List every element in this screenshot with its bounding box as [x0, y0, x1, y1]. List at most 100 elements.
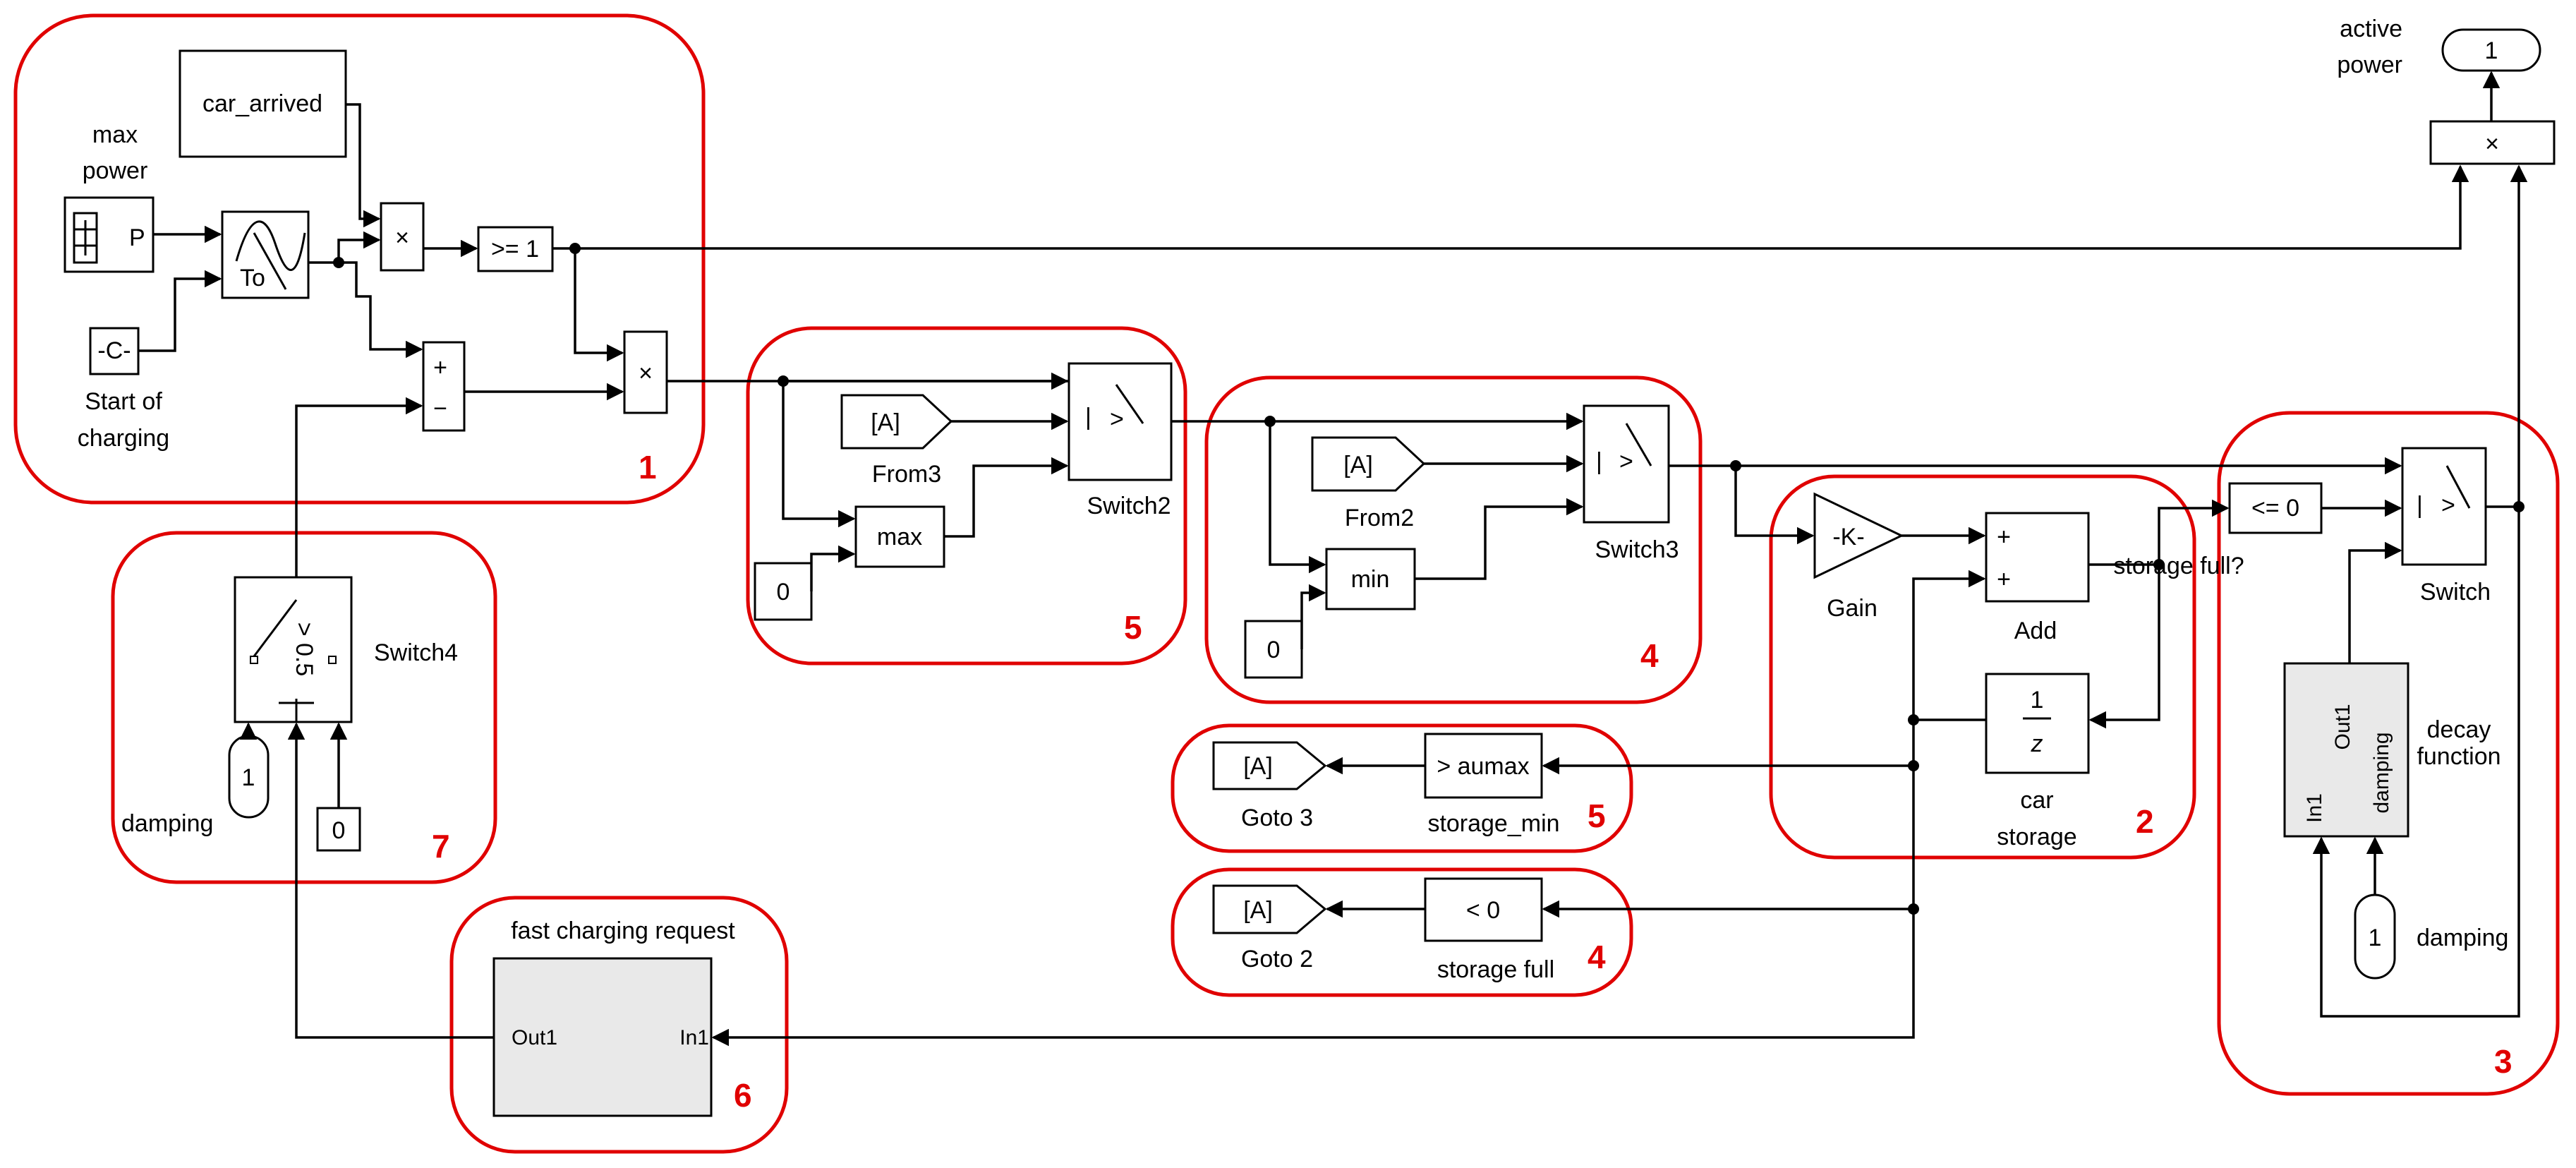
switch4-port-right [328, 656, 337, 664]
region-4b-number: 4 [1588, 939, 1606, 975]
region-5b-number: 5 [1588, 797, 1606, 834]
le0-block[interactable] [2228, 482, 2323, 534]
switch-block[interactable] [2401, 447, 2487, 566]
storage-full-label: storage full [1437, 956, 1554, 983]
add-block[interactable] [1985, 512, 2090, 603]
active-power-label-1: active [2340, 16, 2402, 42]
switch3-lever [1625, 423, 1652, 466]
goto3-tag: [A] [1243, 753, 1273, 780]
decay-function-block[interactable] [2283, 662, 2409, 838]
goto2-tag-block[interactable] [1212, 884, 1327, 934]
min-block[interactable] [1325, 548, 1416, 610]
zero-constant-1[interactable] [754, 562, 813, 621]
region-3-number: 3 [2494, 1043, 2512, 1080]
active-power-outport-number: 1 [2485, 37, 2498, 64]
min-label: min [1351, 566, 1390, 593]
fast-charging-request-label: fast charging request [511, 917, 735, 944]
goto3-label: Goto 3 [1241, 805, 1313, 831]
max-power-block[interactable] [64, 196, 155, 273]
goto3-tag-block[interactable] [1212, 741, 1327, 790]
goto2-label: Goto 2 [1241, 946, 1313, 973]
switch3-label: Switch3 [1595, 536, 1679, 563]
max-power-label-1: max [92, 121, 138, 148]
start-of-charging-label-1: Start of [85, 388, 162, 415]
damping-inport-3-label: damping [2417, 925, 2508, 951]
max-power-port-label: P [129, 224, 145, 251]
product-2-symbol: × [639, 360, 653, 387]
switch2-block[interactable] [1068, 362, 1173, 481]
region-3 [2217, 411, 2560, 1096]
zero-constant-2[interactable] [1244, 620, 1303, 679]
lookup-slash [253, 232, 287, 290]
switch-label: Switch [2420, 579, 2491, 606]
decay-damping-port: damping [2370, 732, 2393, 813]
car-arrived-block[interactable] [179, 49, 347, 158]
unit-delay-block[interactable] [1985, 673, 2090, 774]
region-4a [1204, 375, 1703, 704]
active-power-label-2: power [2337, 52, 2402, 78]
start-of-charging-label-2: charging [78, 425, 169, 452]
unit-delay-num: 1 [2031, 687, 2044, 714]
lt0-block[interactable] [1424, 877, 1543, 942]
zero-constant-7[interactable] [316, 807, 361, 852]
active-power-outport[interactable] [2441, 28, 2541, 72]
waveform-icon [235, 220, 306, 271]
zero-constant-1-label: 0 [777, 579, 790, 606]
region-5b [1171, 723, 1633, 853]
constant-c-block[interactable] [89, 327, 140, 375]
max-power-label-2: power [83, 157, 148, 184]
fast-charging-subsystem[interactable] [492, 957, 713, 1117]
compare-ge1-block[interactable] [477, 226, 554, 272]
from2-label: From2 [1345, 505, 1414, 531]
gain-k-label: -K- [1832, 524, 1864, 550]
switch4-port-left [250, 656, 258, 664]
car-storage-label-2: storage [1997, 824, 2076, 850]
product-out-symbol: × [2485, 131, 2499, 157]
fast-charging-in1: In1 [679, 1026, 709, 1049]
switch4-block[interactable] [234, 576, 353, 723]
damping-inport-7-label: damping [121, 810, 213, 837]
le0-label: <= 0 [2251, 495, 2299, 522]
from2-tag-block[interactable] [1311, 436, 1426, 492]
goto2-tag: [A] [1243, 897, 1273, 924]
aumax-block[interactable] [1424, 733, 1543, 799]
region-5a [746, 326, 1187, 666]
gain-block[interactable] [1813, 492, 1904, 579]
max-block[interactable] [854, 505, 945, 568]
signal-wires [138, 71, 2528, 1047]
car-storage-label-1: car [2020, 787, 2053, 814]
sum-minus: − [433, 395, 447, 422]
storage-min-label: storage_min [1427, 810, 1559, 837]
zero-constant-7-label: 0 [332, 817, 346, 844]
region-7 [111, 531, 497, 884]
product-block-2[interactable] [623, 330, 668, 414]
storage-full-q-label: storage full? [2113, 553, 2244, 579]
decay-in1-port: In1 [2303, 793, 2326, 823]
region-2-number: 2 [2136, 803, 2154, 840]
product-block-1[interactable] [380, 202, 425, 272]
from-file-icon [73, 212, 98, 264]
damping-inport-3-number: 1 [2369, 925, 2382, 951]
lt0-label: < 0 [1466, 897, 1500, 924]
decay-function-label-2: function [2417, 743, 2501, 770]
junction-dots [333, 243, 2524, 915]
product-block-out[interactable] [2429, 120, 2556, 165]
max-label: max [877, 524, 922, 550]
fast-charging-out1: Out1 [512, 1026, 557, 1049]
switch4-lever [253, 599, 298, 657]
from3-tag: [A] [871, 409, 900, 436]
switch-bar: | [2417, 492, 2423, 519]
switch2-gt: > [1110, 406, 1124, 433]
switch-gt: > [2441, 492, 2455, 519]
region-1-number: 1 [639, 449, 657, 486]
from3-tag-block[interactable] [840, 394, 953, 450]
sum-block[interactable] [422, 341, 466, 432]
gain-label: Gain [1827, 595, 1877, 622]
decay-function-label-1: decay [2427, 716, 2491, 743]
aumax-label: > aumax [1437, 753, 1529, 780]
switch3-bar: | [1596, 448, 1602, 475]
add-label: Add [2014, 618, 2057, 644]
switch2-bar: | [1085, 404, 1092, 431]
add-plus-1: + [1997, 524, 2011, 550]
